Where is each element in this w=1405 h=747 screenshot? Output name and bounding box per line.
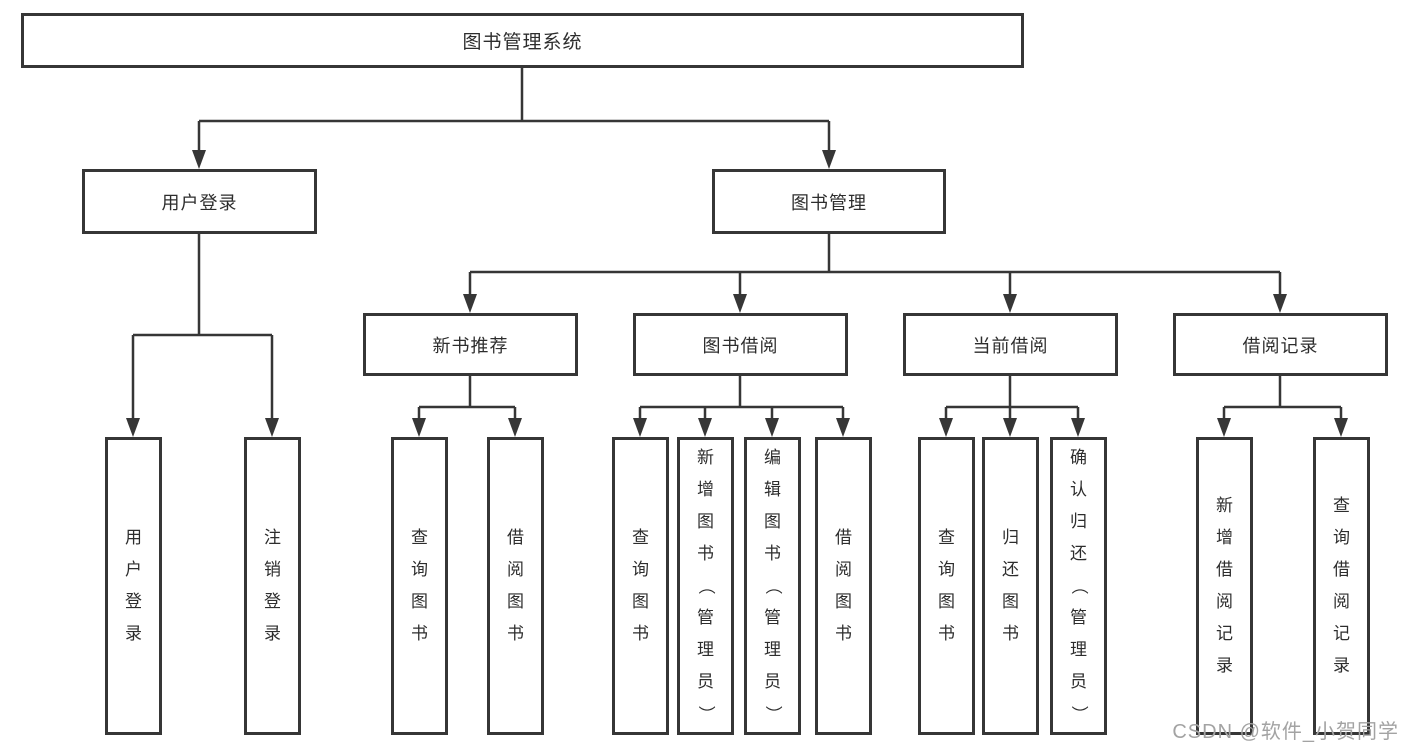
leaf-add-books-admin-label: 新增图书（管理员） bbox=[696, 448, 716, 723]
arrowheads bbox=[126, 150, 1348, 437]
node-root: 图书管理系统 bbox=[21, 13, 1024, 68]
leaf-edit-books-admin-label: 编辑图书（管理员） bbox=[763, 448, 783, 723]
node-new-book-recommend-label: 新书推荐 bbox=[432, 335, 509, 356]
leaf-query-books-borrow: 查询图书 bbox=[612, 437, 669, 735]
leaf-borrow-books-recommend-label: 借阅图书 bbox=[507, 528, 524, 643]
leaf-query-books-borrow-label: 查询图书 bbox=[632, 528, 649, 643]
node-current-borrow-label: 当前借阅 bbox=[972, 335, 1049, 356]
node-borrow-records: 借阅记录 bbox=[1173, 313, 1388, 376]
leaf-query-books-recommend-label: 查询图书 bbox=[411, 528, 428, 643]
leaf-return-books: 归还图书 bbox=[982, 437, 1039, 735]
node-user-login: 用户登录 bbox=[82, 169, 317, 234]
leaf-query-books-current-label: 查询图书 bbox=[938, 528, 955, 643]
node-book-management-label: 图书管理 bbox=[791, 192, 867, 213]
node-new-book-recommend: 新书推荐 bbox=[363, 313, 578, 376]
leaf-confirm-return-admin-label: 确认归还（管理员） bbox=[1069, 448, 1089, 723]
leaf-logout: 注销登录 bbox=[244, 437, 301, 735]
leaf-logout-label: 注销登录 bbox=[264, 528, 281, 643]
leaf-add-borrow-record-label: 新增借阅记录 bbox=[1216, 496, 1233, 675]
leaf-borrow-books-recommend: 借阅图书 bbox=[487, 437, 544, 735]
leaf-add-books-admin: 新增图书（管理员） bbox=[677, 437, 734, 735]
leaf-borrow-books-label: 借阅图书 bbox=[835, 528, 852, 643]
csdn-watermark: CSDN @软件_小贺同学 bbox=[1172, 721, 1399, 743]
node-root-label: 图书管理系统 bbox=[462, 32, 583, 53]
node-book-borrow: 图书借阅 bbox=[633, 313, 848, 376]
node-book-management: 图书管理 bbox=[712, 169, 946, 234]
node-user-login-label: 用户登录 bbox=[161, 192, 238, 213]
node-borrow-records-label: 借阅记录 bbox=[1242, 335, 1319, 356]
node-book-borrow-label: 图书借阅 bbox=[702, 335, 779, 356]
leaf-edit-books-admin: 编辑图书（管理员） bbox=[744, 437, 801, 735]
leaf-user-login: 用户登录 bbox=[105, 437, 162, 735]
leaf-query-borrow-record: 查询借阅记录 bbox=[1313, 437, 1370, 735]
leaf-add-borrow-record: 新增借阅记录 bbox=[1196, 437, 1253, 735]
leaf-query-borrow-record-label: 查询借阅记录 bbox=[1333, 496, 1350, 675]
leaf-confirm-return-admin: 确认归还（管理员） bbox=[1050, 437, 1107, 735]
node-current-borrow: 当前借阅 bbox=[903, 313, 1118, 376]
leaf-query-books-current: 查询图书 bbox=[918, 437, 975, 735]
leaf-borrow-books: 借阅图书 bbox=[815, 437, 872, 735]
leaf-query-books-recommend: 查询图书 bbox=[391, 437, 448, 735]
leaf-user-login-label: 用户登录 bbox=[125, 528, 142, 643]
leaf-return-books-label: 归还图书 bbox=[1002, 528, 1019, 643]
